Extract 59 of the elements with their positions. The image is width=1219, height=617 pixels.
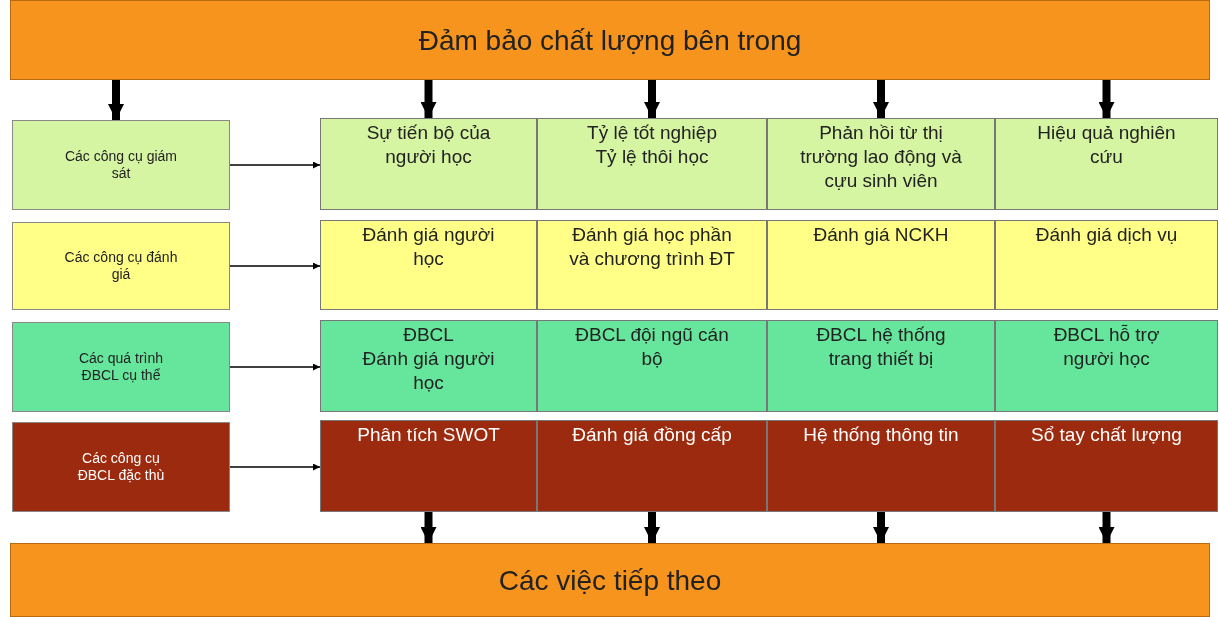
table-cell (320, 220, 537, 310)
arrow (420, 512, 437, 543)
cell-text: Sự tiến bộ của người học (365, 121, 492, 169)
table-cell (320, 420, 537, 512)
cell-text: Các công cụ đánh giá (63, 248, 179, 284)
arrow (1098, 512, 1115, 543)
table-cell (537, 118, 767, 210)
table-cell (537, 320, 767, 412)
cell-text: Đánh giá người học (361, 346, 496, 395)
table-cell (995, 118, 1218, 210)
table-cell (537, 420, 767, 512)
heading-banner (10, 543, 1210, 617)
cell-text: ĐBCL hỗ trợ người học (1052, 323, 1161, 371)
arrow (229, 262, 321, 270)
table-cell (537, 220, 767, 310)
category-box (12, 222, 230, 310)
arrow (873, 80, 889, 118)
table-cell (767, 420, 995, 512)
heading-banner (10, 0, 1210, 80)
cell-text: Các quá trình ĐBCL cụ thể (77, 349, 165, 385)
heading-text: Đảm bảo chất lượng bên trong (418, 23, 802, 58)
cell-text: Phân tích SWOT (357, 423, 500, 447)
cell-text: Tỷ lệ thôi học (595, 144, 709, 169)
cell-text: ĐBCL hệ thống trang thiết bị (815, 323, 947, 371)
table-cell (995, 320, 1218, 412)
arrow (229, 161, 321, 169)
table-cell (767, 220, 995, 310)
cell-text: Hiệu quả nghiên cứu (1036, 121, 1177, 169)
arrow (1098, 80, 1115, 118)
category-box (12, 120, 230, 210)
cell-text: ĐBCL đội ngũ cán bộ (574, 323, 730, 371)
heading-text: Các việc tiếp theo (498, 563, 722, 598)
arrow (108, 80, 124, 120)
cell-text: Đánh giá NCKH (813, 223, 949, 247)
arrow (229, 463, 321, 471)
table-cell (767, 118, 995, 210)
table-cell (320, 118, 537, 210)
category-box (12, 422, 230, 512)
cell-text: Đánh giá học phần và chương trình ĐT (568, 223, 736, 271)
arrow (873, 512, 889, 543)
table-cell (995, 220, 1218, 310)
cell-text: Đánh giá đồng cấp (572, 423, 732, 447)
arrow (229, 363, 321, 371)
arrow (420, 80, 437, 118)
cell-text: Hệ thống thông tin (803, 423, 959, 447)
cell-text: Tỷ lệ tốt nghiệp (587, 121, 717, 145)
arrow (644, 512, 660, 543)
category-box (12, 322, 230, 412)
cell-text: Phản hồi từ thị trường lao động và cựu sinh viên (799, 121, 963, 193)
cell-text: Sổ tay chất lượng (1031, 423, 1182, 447)
cell-text: ĐBCL (403, 323, 454, 347)
cell-text: Các công cụ ĐBCL đặc thù (76, 449, 166, 485)
cell-text: Đánh giá dịch vụ (1035, 223, 1178, 247)
arrow (644, 80, 660, 118)
table-cell (767, 320, 995, 412)
cell-text: Đánh giá người học (361, 223, 496, 271)
table-cell (995, 420, 1218, 512)
table-cell (320, 320, 537, 412)
cell-text: Các công cụ giám sát (63, 147, 179, 183)
